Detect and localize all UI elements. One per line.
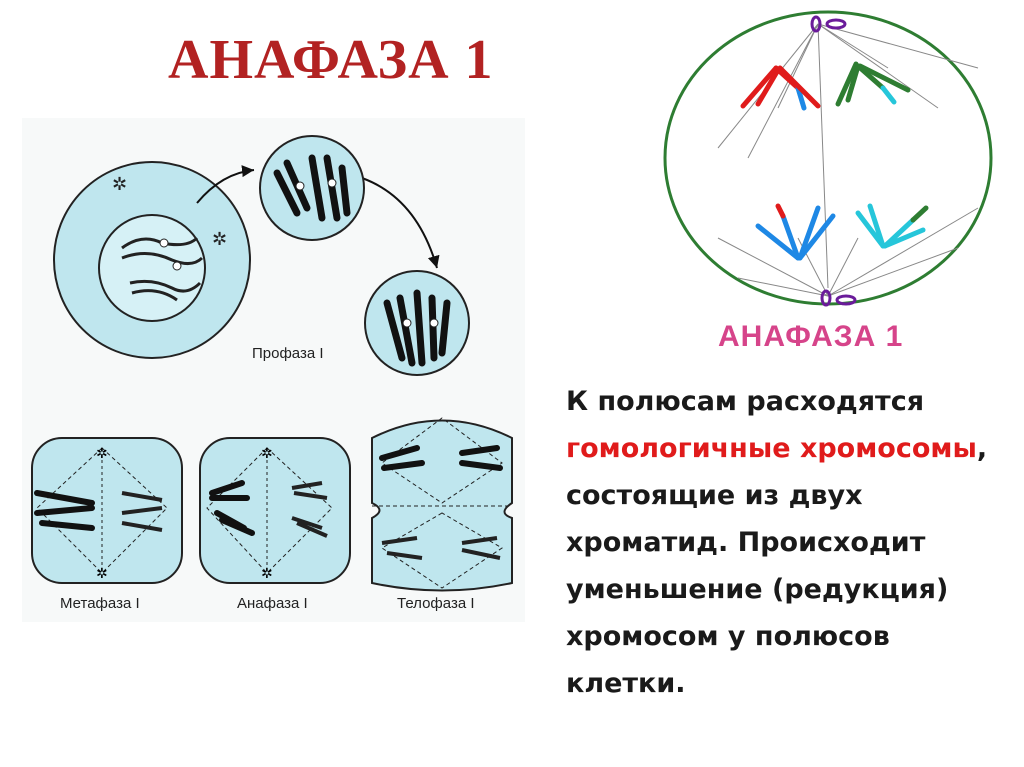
svg-text:✲: ✲ bbox=[96, 565, 108, 581]
svg-text:✲: ✲ bbox=[212, 229, 227, 249]
prophase-cell: ✲ ✲ bbox=[53, 161, 251, 359]
anaphase-cell-drawing bbox=[663, 10, 993, 307]
late-prophase-cell bbox=[259, 135, 365, 241]
description-part2: , состоящие из двух хроматид. Происходит… bbox=[566, 433, 988, 699]
metaphase-cell: ✲ ✲ bbox=[31, 437, 183, 584]
svg-text:✲: ✲ bbox=[112, 174, 127, 194]
svg-text:✲: ✲ bbox=[96, 445, 108, 461]
meiosis-stages-drawing: ✲ ✲ ✲ ✲ bbox=[31, 135, 513, 592]
anaphase-cell-diagram bbox=[658, 8, 998, 325]
metaphase-label: Метафаза I bbox=[60, 595, 140, 612]
svg-text:✲: ✲ bbox=[261, 565, 273, 581]
anaphase-diagram-label: АНАФАЗА 1 bbox=[718, 320, 904, 353]
anaphase-label: Анафаза I bbox=[237, 595, 308, 612]
prophase-label: Профаза I bbox=[252, 345, 324, 362]
meiosis-stages-figure: ✲ ✲ ✲ ✲ bbox=[22, 118, 525, 622]
svg-text:✲: ✲ bbox=[261, 445, 273, 461]
description-highlight: гомологичные хромосомы bbox=[566, 433, 977, 464]
telophase-label: Телофаза I bbox=[397, 595, 475, 612]
description-text: К полюсам расходятся гомологичные хромос… bbox=[566, 378, 1006, 707]
anaphase-cell: ✲ ✲ bbox=[199, 437, 351, 584]
description-part1: К полюсам расходятся bbox=[566, 386, 925, 417]
slide-title: АНАФАЗА 1 bbox=[168, 29, 494, 91]
prometaphase-cell bbox=[364, 270, 470, 376]
telophase-cell bbox=[371, 417, 513, 592]
